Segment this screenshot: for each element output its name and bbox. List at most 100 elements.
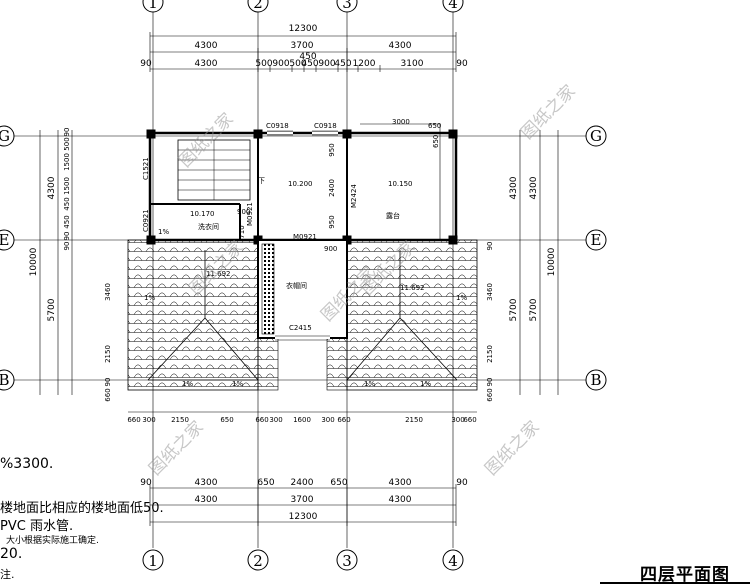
watermark-2: 图纸之家	[517, 81, 579, 143]
title-underline	[600, 582, 750, 584]
dim-bot2-3: 2400	[291, 478, 314, 488]
slope-roof-5: 1%	[420, 380, 431, 388]
note-3: PVC 雨水管.	[0, 519, 74, 534]
dim-left-i7: 90	[63, 242, 71, 251]
dim-left-i8: 3460	[104, 283, 112, 301]
dim-right-b: 5700	[509, 298, 519, 321]
dim-top3-10: 90	[456, 59, 468, 69]
dim-top-b: 3700	[291, 41, 314, 51]
dim-right-i6: 90	[486, 378, 494, 387]
axis-b-right: B	[590, 371, 601, 389]
dim-bot1-5: 300	[269, 416, 282, 424]
dim-bot2-0: 90	[140, 478, 152, 488]
axis-1-top: 1	[148, 0, 158, 12]
dim-inner-1: 2400	[328, 179, 336, 197]
door-m0921-mid: M0921	[293, 233, 317, 241]
dim-right-a: 4300	[509, 176, 519, 199]
dim-bot1-3: 650	[220, 416, 233, 424]
axis-g-right: G	[590, 127, 602, 145]
elev-terrace: 10.150	[388, 180, 413, 188]
axis-4-top: 4	[448, 0, 458, 12]
dim-top3-8: 1200	[353, 59, 376, 69]
dim-bot1-9: 2150	[405, 416, 423, 424]
top-dimensions	[149, 32, 457, 72]
window-c0918-a: C0918	[266, 122, 289, 130]
dim-left-outer: 10000	[29, 247, 39, 276]
dim-edge-0: 650	[428, 122, 441, 130]
axis-3-top: 3	[342, 0, 352, 12]
axis-e-right: E	[591, 231, 602, 249]
dim-bot1-0: 660	[127, 416, 140, 424]
dim-top-mid: 450	[299, 52, 316, 62]
dim-top3-9: 3100	[401, 59, 424, 69]
room-terrace: 露台	[386, 211, 400, 220]
elev-roof-left: 11.692	[206, 270, 231, 278]
dim-bot2-2: 650	[257, 478, 274, 488]
dim-top-a: 4300	[195, 41, 218, 51]
dim-bot3-2: 4300	[389, 495, 412, 505]
dim-left-i0: 90	[63, 128, 71, 137]
dim-bot2-6: 90	[456, 478, 468, 488]
dim-bot1-4: 660	[255, 416, 268, 424]
dim-left-i2: 1500	[63, 153, 71, 171]
note-4: 大小根据实际施工确定.	[6, 536, 99, 546]
dim-bot1-8: 660	[337, 416, 350, 424]
dim-bot2-5: 4300	[389, 478, 412, 488]
dim-right-i4: 3460	[486, 283, 494, 301]
dim-left-b: 5700	[47, 298, 57, 321]
axis-bubbles-side: G E B G E B	[0, 125, 607, 391]
axis-bubbles-top: 1 2 3 4	[142, 0, 464, 13]
elev-roof-right: 11.692	[400, 284, 425, 292]
dim-top3-0: 90	[140, 59, 152, 69]
slope-roof-1: 1%	[144, 294, 155, 302]
note-5: 20.	[0, 546, 23, 562]
dim-bot1-7: 300	[321, 416, 334, 424]
axis-4-bottom: 4	[448, 552, 458, 570]
dim-bot1-11: 660	[463, 416, 476, 424]
dim-left-i6: 90	[63, 232, 71, 241]
elev-room: 10.200	[288, 180, 313, 188]
window-c0921: C0921	[142, 209, 150, 232]
bottom-dimension-text: 660 300 2150 650 660 300 1600 300 660 21…	[127, 416, 476, 522]
dim-right-b2: 5700	[529, 298, 539, 321]
dim-top-c: 4300	[389, 41, 412, 51]
dim-top3-3: 900	[272, 59, 289, 69]
dim-left-i1: 500	[63, 137, 71, 150]
dim-top-total: 12300	[289, 24, 318, 34]
stair-down-label: 下	[258, 177, 265, 185]
dim-left-i11: 660	[104, 388, 112, 401]
axis-e-left: E	[0, 231, 9, 249]
dim-top3-6: 900	[318, 59, 335, 69]
window-c1521: C1521	[142, 157, 150, 180]
door-m2424: M2424	[350, 184, 358, 208]
dim-right-a2: 4300	[529, 176, 539, 199]
roof-plan	[127, 239, 478, 391]
dim-right-outer: 10000	[547, 247, 557, 276]
left-dimension-text: 10000 4300 5700 90 500 1500 1500 450 450…	[29, 128, 112, 402]
axis-1-bottom: 1	[148, 552, 158, 570]
dim-bot3-1: 3700	[291, 495, 314, 505]
right-dimension-text: 10000 4300 4300 5700 5700 3460 2150 90 9…	[486, 176, 557, 401]
dim-left-i3: 1500	[63, 177, 71, 195]
slope-roof-4: 1%	[364, 380, 375, 388]
inner-dimension-text: 950 2400 950 710 900 900	[237, 143, 337, 253]
dim-bot1-10: 300	[451, 416, 464, 424]
dim-edge-1: 3000	[392, 118, 410, 126]
dim-top3-2: 500	[255, 59, 272, 69]
dim-bot1-2: 2150	[171, 416, 189, 424]
right-dimensions	[519, 130, 559, 395]
dim-inner-5: 900	[324, 245, 337, 253]
dim-inner-3: 710	[238, 225, 246, 238]
room-laundry: 洗衣间	[198, 222, 219, 231]
top-dimension-text: 12300 4300 3700 4300 450 90 4300 500 900…	[140, 24, 468, 69]
dim-inner-4: 900	[237, 208, 250, 216]
dim-bot2-4: 650	[330, 478, 347, 488]
slope-roof-2: 1%	[182, 380, 193, 388]
dim-top3-1: 4300	[195, 59, 218, 69]
slope-roof-3: 1%	[232, 380, 243, 388]
dim-left-i10: 90	[104, 378, 112, 387]
axis-bubbles-bottom: 1 2 3 4	[142, 549, 464, 571]
note-2: 楼地面比相应的楼地面低50.	[0, 501, 164, 516]
room-closet: 衣帽间	[286, 281, 307, 290]
